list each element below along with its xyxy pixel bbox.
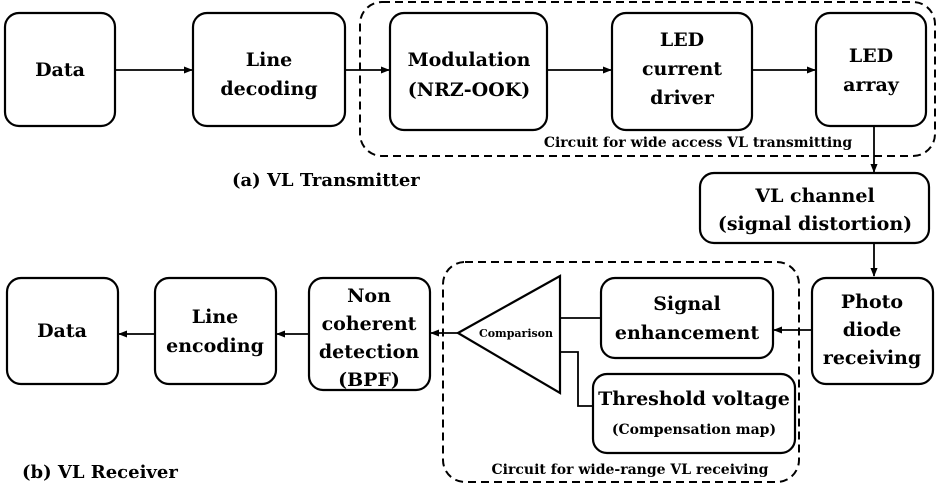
line-decoding-line-2: decoding <box>220 78 317 100</box>
noncoherent-detection-block: Non coherent detection (BPF) <box>307 276 432 392</box>
rx-data-label: Data <box>37 320 87 342</box>
transmitter-circuit-boundary <box>359 1 936 157</box>
receiver-caption: (b) VL Receiver <box>22 462 178 483</box>
led-array-line-1: LED <box>849 45 893 67</box>
photo-diode-line-1: Photo <box>841 291 903 313</box>
line-decoding-line-1: Line <box>246 49 292 71</box>
line-encoding-block: Line encoding <box>153 276 278 386</box>
modulation-line-2: (NRZ-OOK) <box>408 79 531 101</box>
line-decoding-block: Line decoding <box>191 11 347 128</box>
transmitter-caption: (a) VL Transmitter <box>232 170 420 191</box>
wire-threshold-to-comparator <box>560 351 593 407</box>
led-driver-line-1: LED <box>660 29 704 51</box>
comparator: Comparison <box>455 274 562 395</box>
tx-data-label: Data <box>35 59 85 81</box>
led-array-line-2: array <box>843 74 900 96</box>
threshold-line-1: Threshold voltage <box>598 388 790 410</box>
led-driver-line-2: current <box>642 58 722 80</box>
vl-channel-line-1: VL channel <box>754 185 874 207</box>
modulation-block: Modulation (NRZ-OOK) <box>388 11 549 132</box>
line-encoding-line-1: Line <box>192 306 238 328</box>
signal-enhancement-line-1: Signal <box>653 293 721 315</box>
led-driver-block: LED current driver <box>610 11 754 132</box>
tx-data-block: Data <box>3 11 117 128</box>
threshold-voltage-block: Threshold voltage (Compensation map) <box>591 372 797 455</box>
comparison-label: Comparison <box>479 327 553 340</box>
line-encoding-line-2: encoding <box>166 335 264 357</box>
signal-enhancement-block: Signal enhancement <box>599 276 775 360</box>
led-array-block: LED array <box>814 11 928 128</box>
photo-diode-line-2: diode <box>843 319 902 341</box>
modulation-line-1: Modulation <box>408 49 531 71</box>
photo-diode-block: Photo diode receiving <box>810 276 935 386</box>
threshold-line-2: (Compensation map) <box>612 422 776 438</box>
rx-data-block: Data <box>5 276 120 386</box>
signal-enhancement-line-2: enhancement <box>615 322 760 344</box>
noncoherent-line-3: detection <box>319 341 419 363</box>
transmitter-circuit-label: Circuit for wide access VL transmitting <box>544 135 853 151</box>
vl-channel-block: VL channel (signal distortion) <box>698 171 931 245</box>
receiver-circuit-boundary <box>442 261 800 483</box>
noncoherent-line-4: (BPF) <box>338 369 400 391</box>
receiver-circuit-label: Circuit for wide-range VL receiving <box>492 462 769 478</box>
noncoherent-line-2: coherent <box>322 313 417 335</box>
led-driver-line-3: driver <box>650 87 715 109</box>
photo-diode-line-3: receiving <box>823 347 921 369</box>
vl-channel-line-2: (signal distortion) <box>718 213 912 235</box>
noncoherent-line-1: Non <box>347 285 391 307</box>
